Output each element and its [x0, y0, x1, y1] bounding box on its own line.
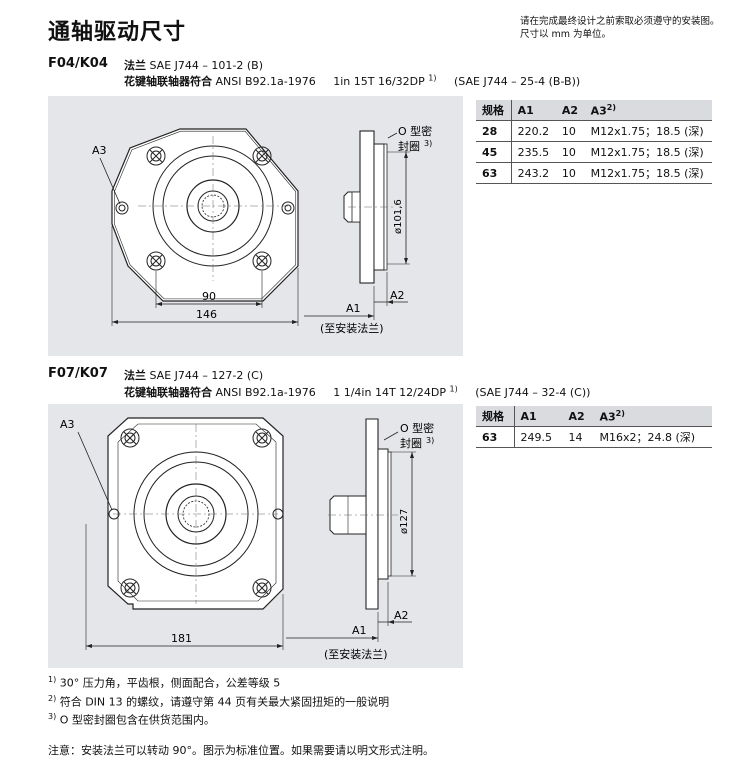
- flange-value: SAE J744 – 101-2 (B): [149, 59, 263, 72]
- flange-line-f04: 法兰 SAE J744 – 101-2 (B): [124, 57, 263, 73]
- coupling-line-f04: 花键轴联轴器符合 ANSI B92.1a-1976 1in 15T 16/32D…: [124, 73, 580, 89]
- spec-table-f07: 规格 A1 A2 A32) 63 249.5 14 M16x2；24.8 (深): [476, 406, 712, 448]
- f04-a3-label: A3: [92, 144, 107, 157]
- table-row: 63 243.2 10 M12x1.75；18.5 (深): [476, 162, 712, 184]
- spline-note: 1): [428, 73, 437, 83]
- f04-a1-label: A1: [346, 302, 361, 315]
- spec-table-f04: 规格 A1 A2 A32) 28 220.2 10 M12x1.75；18.5 …: [476, 100, 712, 184]
- spline-note: 1): [449, 384, 458, 394]
- coupling-line-f07: 花键轴联轴器符合 ANSI B92.1a-1976 1 1/4in 14T 12…: [124, 384, 590, 400]
- section-code-f04: F04/K04: [48, 56, 108, 71]
- col-a1: A1: [511, 100, 556, 121]
- table-header-row: 规格 A1 A2 A32): [476, 406, 712, 427]
- flange-value: SAE J744 – 127-2 (C): [149, 369, 264, 382]
- f04-dia-label: ø101,6: [393, 199, 404, 234]
- col-size: 规格: [476, 100, 512, 121]
- flange-line-f07: 法兰 SAE J744 – 127-2 (C): [124, 367, 263, 383]
- f04-dim-90: 90: [202, 290, 216, 303]
- sae-ref: (SAE J744 – 32-4 (C)): [475, 386, 591, 399]
- table-row: 63 249.5 14 M16x2；24.8 (深): [476, 426, 712, 448]
- f04-mount-flange-label: (至安装法兰): [320, 321, 384, 335]
- section-code-f07: F07/K07: [48, 366, 108, 381]
- col-a2: A2: [562, 406, 594, 427]
- f04-a2-label: A2: [390, 289, 405, 302]
- spline-spec: 1 1/4in 14T 12/24DP: [333, 386, 446, 399]
- spline-spec: 1in 15T 16/32DP: [333, 75, 425, 88]
- footnote-item: 1) 30° 压力角，平齿根，侧面配合，公差等级 5: [48, 675, 281, 690]
- f04-oring-label-2: 封圈: [398, 139, 420, 153]
- table-row: 28 220.2 10 M12x1.75；18.5 (深): [476, 120, 712, 142]
- f07-technical-drawing: A3 181 O 型密 封圈 3) ø127 A1 A2 (至安装法兰): [60, 417, 434, 661]
- bottom-note: 注意：安装法兰可以转动 90°。图示为标准位置。如果需要请以明文形式注明。: [48, 744, 434, 757]
- f07-a2-label: A2: [394, 609, 409, 622]
- col-a3: A32): [584, 100, 712, 121]
- f07-a1-label: A1: [352, 624, 367, 637]
- col-a2: A2: [555, 100, 585, 121]
- f04-technical-drawing: A3 90 146 O 型密 封圈 3) ø101,6: [92, 124, 432, 335]
- col-a1: A1: [514, 406, 563, 427]
- flange-label: 法兰: [124, 59, 146, 72]
- f07-a3-label: A3: [60, 418, 75, 431]
- page-title: 通轴驱动尺寸: [48, 20, 187, 45]
- coupling-label: 花键轴联轴器符合: [124, 386, 212, 399]
- f07-dim-181: 181: [171, 632, 192, 645]
- table-header-row: 规格 A1 A2 A32): [476, 100, 712, 121]
- f07-mount-flange-label: (至安装法兰): [324, 647, 388, 661]
- f04-dim-146: 146: [196, 308, 217, 321]
- f07-oring-note: 3): [426, 436, 434, 445]
- f07-oring-label-2: 封圈: [400, 436, 422, 450]
- f04-oring-label-1: O 型密: [398, 124, 432, 138]
- f04-oring-note: 3): [424, 139, 432, 148]
- coupling-label: 花键轴联轴器符合: [124, 75, 212, 88]
- footnotes: 1) 30° 压力角，平齿根，侧面配合，公差等级 5 2) 符合 DIN 13 …: [48, 672, 389, 728]
- coupling-value: ANSI B92.1a-1976: [215, 386, 316, 399]
- coupling-value: ANSI B92.1a-1976: [215, 75, 316, 88]
- footnote-item: 2) 符合 DIN 13 的螺纹，请遵守第 44 页有关最大紧固扭矩的一般说明: [48, 693, 390, 709]
- col-size: 规格: [476, 406, 515, 427]
- f07-oring-label-1: O 型密: [400, 421, 434, 435]
- sae-ref: (SAE J744 – 25-4 (B-B)): [454, 75, 581, 88]
- table-row: 45 235.5 10 M12x1.75；18.5 (深): [476, 141, 712, 163]
- f07-dia-label: ø127: [399, 509, 410, 534]
- drawing-panel-f04: A3 90 146 O 型密 封圈 3) ø101,6: [48, 96, 463, 356]
- drawing-panel-f07: A3 181 O 型密 封圈 3) ø127 A1 A2 (至安装法兰): [48, 404, 463, 668]
- col-a3: A32): [593, 406, 712, 427]
- top-note: 请在完成最终设计之前索取必须遵守的安装图。尺寸以 mm 为单位。: [520, 16, 720, 40]
- flange-label: 法兰: [124, 369, 146, 382]
- footnote-item: 3) O 型密封圈包含在供货范围内。: [48, 712, 215, 727]
